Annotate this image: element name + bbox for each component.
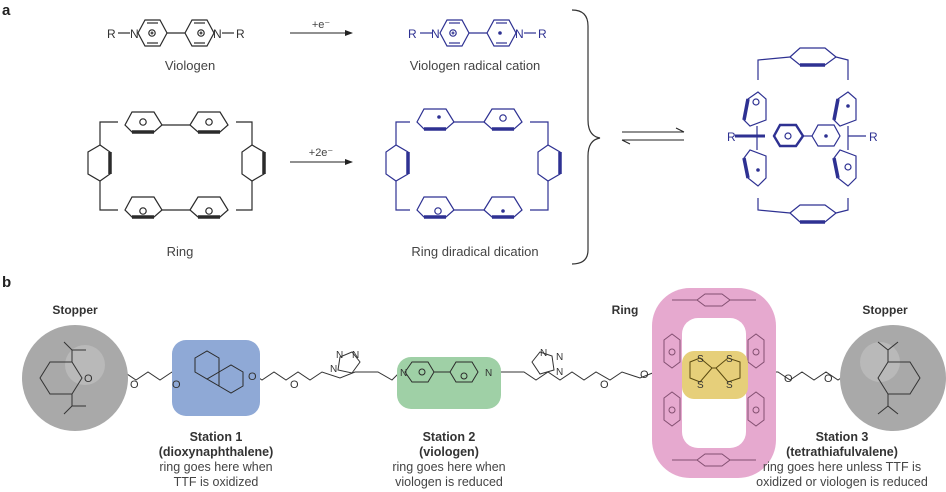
triazole-right <box>531 351 555 375</box>
viologen-station <box>404 361 479 383</box>
equilibrium-arrows <box>621 127 685 145</box>
station-1-desc-line1: ring goes here when <box>159 460 273 474</box>
viologen-radical-caption: Viologen radical cation <box>409 58 541 73</box>
station-2-desc-line1: ring goes here when <box>392 460 506 474</box>
viologen-structure <box>118 19 234 47</box>
radical-dot <box>846 104 850 108</box>
oxygen-atom: O <box>600 379 609 391</box>
oxygen-atom: O <box>172 379 181 391</box>
radical-dot <box>824 134 828 138</box>
ring-structure <box>87 111 266 219</box>
viologen-radical-structure <box>420 19 536 47</box>
nitrogen-atom: N <box>556 367 563 378</box>
station-2-highlight <box>397 357 501 409</box>
nitrogen-atom: N <box>330 364 337 375</box>
ring-diradical-caption: Ring diradical dication <box>411 244 539 259</box>
viologen-caption: Viologen <box>164 58 216 73</box>
ttf-structure <box>689 357 741 383</box>
oxygen-atom: O <box>640 369 649 381</box>
oxygen-atom: O <box>130 379 139 391</box>
station-3-highlight <box>682 351 748 399</box>
radical-n-right: N <box>515 27 524 41</box>
oxygen-atom: O <box>824 373 833 385</box>
oxygen-atom: O <box>84 373 93 385</box>
nitrogen-atom: N <box>400 368 407 379</box>
nitrogen-atom: N <box>485 368 492 379</box>
station-1-desc-line2: TTF is oxidized <box>173 475 259 489</box>
stopper-right-sphere <box>840 325 946 431</box>
viologen-n-right: N <box>213 27 222 41</box>
nitrogen-atom: N <box>540 348 547 359</box>
viologen-r-right: R <box>236 27 245 41</box>
sulfur-atom: S <box>697 380 704 391</box>
ring-cyclophane-lines <box>663 293 765 467</box>
radical-r-left: R <box>408 27 417 41</box>
radical-n-left: N <box>431 27 440 41</box>
triazole-left <box>337 351 361 374</box>
naphthalene <box>194 350 244 394</box>
radical-dot <box>501 209 505 213</box>
arrow2-label: +2e⁻ <box>308 147 334 159</box>
radical-dot <box>437 115 441 119</box>
ring-caption: Ring <box>166 244 194 259</box>
station-2-name: Station 2 <box>422 430 476 444</box>
oxygen-atom: O <box>784 373 793 385</box>
oxygen-atom: O <box>290 379 299 391</box>
stopper-left-aryl <box>39 341 86 415</box>
stopper-right-title: Stopper <box>862 303 908 317</box>
ring-title: Ring <box>611 303 639 317</box>
panel-a-label: a <box>2 2 11 19</box>
radical-r-right: R <box>538 27 547 41</box>
complex-r-left: R <box>727 130 736 144</box>
station-3-desc-line1: ring goes here unless TTF is <box>762 460 922 474</box>
station-3-subtitle: (tetrathiafulvalene) <box>786 445 898 459</box>
axle-chain <box>89 371 873 381</box>
nitrogen-atom: N <box>352 350 359 361</box>
station-1-label: Station 1 (dioxynaphthalene) ring goes h… <box>156 430 276 490</box>
panel-b-label: b <box>2 274 12 291</box>
stopper-right-aryl <box>877 341 921 415</box>
station-3-label: Station 3 (tetrathiafulvalene) ring goes… <box>752 430 932 490</box>
viologen-r-left: R <box>107 27 116 41</box>
station-2-desc-line2: viologen is reduced <box>395 475 503 489</box>
stopper-left-title: Stopper <box>52 303 98 317</box>
station-1-highlight <box>172 340 260 416</box>
radical-dot <box>756 168 760 172</box>
sulfur-atom: S <box>697 354 704 365</box>
station-2-label: Station 2 (viologen) ring goes here when… <box>389 430 509 490</box>
viologen-n-left: N <box>130 27 139 41</box>
grouping-brace <box>571 9 601 265</box>
sulfur-atom: S <box>726 354 733 365</box>
complex-r-right: R <box>869 130 878 144</box>
radical-complex-structure <box>735 47 866 224</box>
station-3-name: Station 3 <box>815 430 869 444</box>
ring-diradical-structure <box>385 108 562 219</box>
arrow1-label: +e⁻ <box>311 19 331 31</box>
station-1-name: Station 1 <box>189 430 243 444</box>
station-2-subtitle: (viologen) <box>419 445 479 459</box>
station-3-desc-line2: oxidized or viologen is reduced <box>756 475 928 489</box>
station-1-subtitle: (dioxynaphthalene) <box>158 445 274 459</box>
oxygen-atom: O <box>248 371 257 383</box>
radical-dot <box>498 31 502 35</box>
nitrogen-atom: N <box>556 352 563 363</box>
sulfur-atom: S <box>726 380 733 391</box>
nitrogen-atom: N <box>336 350 343 361</box>
